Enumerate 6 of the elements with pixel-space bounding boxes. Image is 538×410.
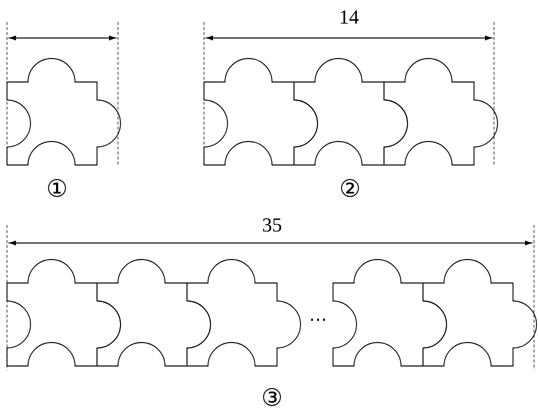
ellipsis: ⋯ [311, 318, 325, 321]
figure-number: ③ [263, 388, 281, 406]
figure-number: ① [48, 179, 66, 197]
dimension-label: 14 [340, 10, 359, 24]
figure-number: ② [341, 179, 359, 197]
dimension-label: 35 [263, 218, 282, 232]
